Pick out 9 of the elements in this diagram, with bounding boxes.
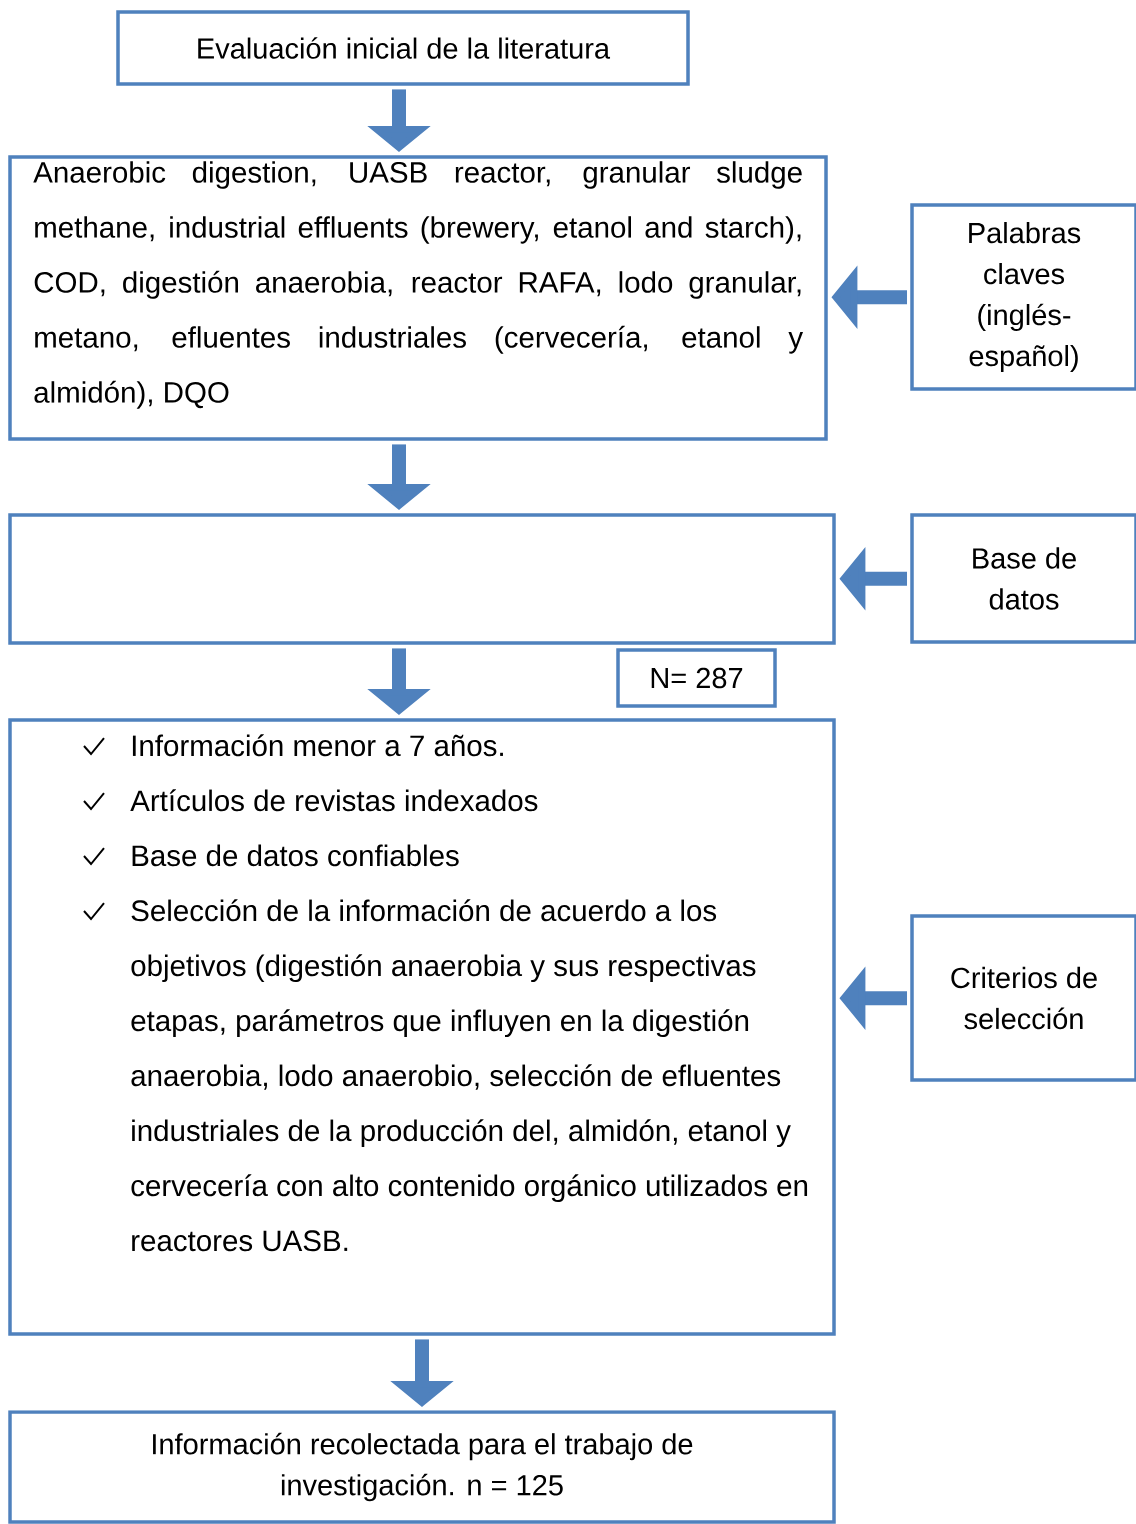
keyword-box: Anaerobic digestion, UASB reactor, granular sludge methane, industrial effluents (brewery, etanol and starch), COD, digestión anaerobia, reactor RAFA, lodo granular, metano, efluentes industriales (cervecería, etanol y almidón), DQO bbox=[8, 155, 828, 441]
side-box: Palabras claves (inglés- español) bbox=[910, 203, 1136, 391]
process-box: Evaluación inicial de la literatura bbox=[116, 10, 690, 86]
side-box: Criterios de selección bbox=[910, 914, 1136, 1082]
criteria-box: Información menor a 7 años. Artículos de revistas indexados Base de datos confiables Selección de la información de acuerdo a los objetivos (digestión anaerobia y sus respectivas etapas, parámetros que influyen en la digestión anaerobia, lodo anaerobio, selección de efluentes industriales de la producción del, almidón, etanol y cervecería con alto contenido orgánico utilizados en reactores UASB. bbox=[8, 718, 836, 1336]
side-box: Base de datos bbox=[910, 513, 1136, 644]
process-box bbox=[8, 513, 836, 645]
process-box: Información recolectada para el trabajo de investigación. n = 125 bbox=[8, 1410, 836, 1524]
count-box: N= 287 bbox=[616, 648, 777, 708]
